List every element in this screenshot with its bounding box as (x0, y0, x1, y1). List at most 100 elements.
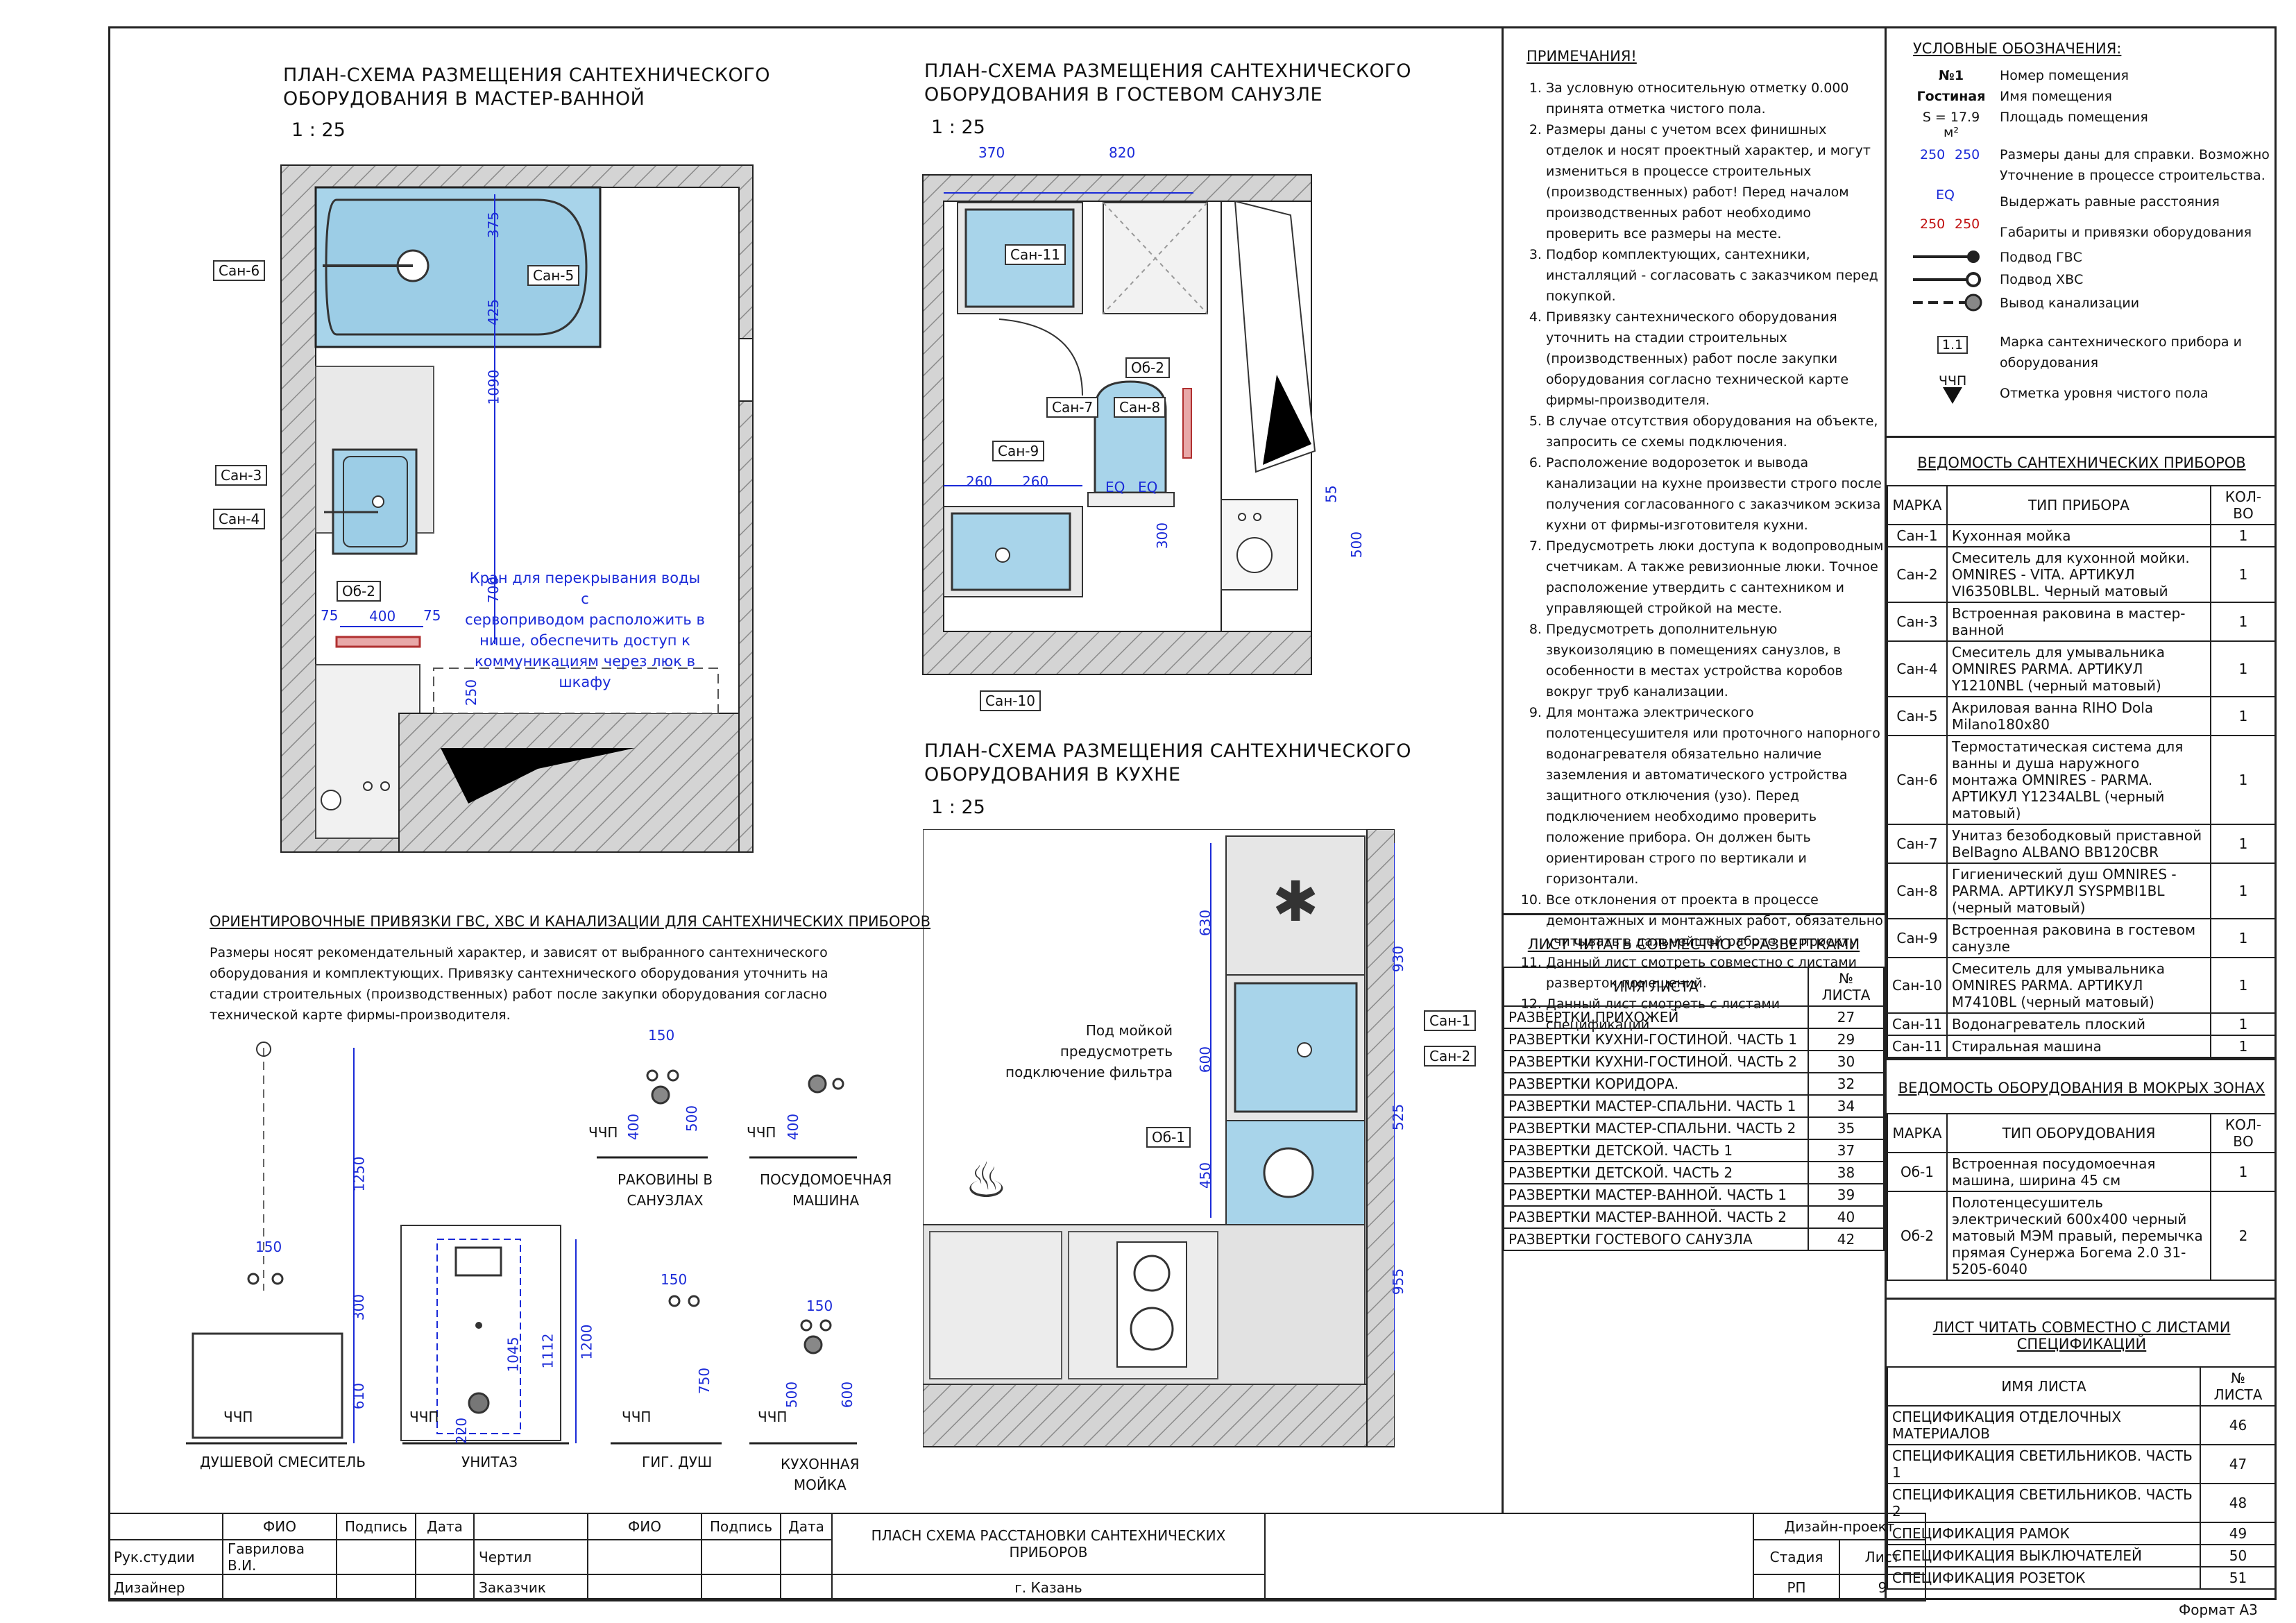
dim-300-conn: 300 (350, 1293, 368, 1321)
label-ob-2-guest: Об-2 (1125, 357, 1171, 378)
connections-diagrams (186, 1042, 857, 1445)
kitchen-plan-title: ПЛАН-СХЕМА РАЗМЕЩЕНИЯ САНТЕХНИЧЕСКОГО ОБ… (924, 740, 1411, 785)
chp-mark-3: ЧЧП (622, 1409, 652, 1425)
label-san-1: Сан-1 (1424, 1010, 1477, 1031)
dim-150-shower: 150 (255, 1239, 282, 1255)
legend-room-no: №1 (1938, 68, 1964, 83)
guest-plan-scale: 1 : 25 (931, 117, 985, 138)
legend-red-a: 250 (1920, 216, 1946, 232)
devices-section: ВЕДОМОСТЬ САНТЕХНИЧЕСКИХ ПРИБОРОВ МАРКА … (1887, 436, 2277, 1590)
dim-930: 930 (1390, 945, 1407, 973)
table-row: РАЗВЕРТКИ КОРИДОРА.32 (1503, 1072, 1885, 1096)
label-san-10: Сан-10 (980, 690, 1041, 711)
note-item: Для монтажа электрического полотенцесуши… (1546, 702, 1887, 890)
unfold-header-name: ИМЯ ЛИСТА (1503, 967, 1809, 1007)
legend-hot: Подвод ГВС (2000, 250, 2082, 265)
dim-955: 955 (1390, 1268, 1407, 1295)
note-item: Подбор комплектующих, сантехники, инстал… (1546, 244, 1887, 307)
chp-mark-6: ЧЧП (747, 1124, 776, 1141)
dim-1112: 1112 (539, 1333, 556, 1369)
legend-room-area-desc: Площадь помещения (2000, 110, 2148, 125)
dim-600-sink: 600 (839, 1381, 856, 1409)
dim-55: 55 (1323, 485, 1340, 503)
dim-75-right: 75 (423, 607, 441, 624)
dim-500-sink: 500 (783, 1381, 801, 1409)
dim-1090: 1090 (485, 369, 502, 405)
label-san-4: Сан-4 (213, 509, 266, 529)
format-label: Формат А3 (2179, 1601, 2258, 1618)
legend-dim-b: 250 (1955, 147, 1980, 162)
chp-mark-1: ЧЧП (223, 1409, 253, 1425)
specs-table: ИМЯ ЛИСТА № ЛИСТА СПЕЦИФИКАЦИЯ ОТДЕЛОЧНЫ… (1887, 1366, 2277, 1590)
legend-red-desc: Габариты и привязки оборудования (2000, 225, 2252, 240)
legend-eq-desc: Выдержать равные расстояния (2000, 194, 2220, 210)
legend-cold: Подвод ХВС (2000, 272, 2084, 287)
unfold-section: ЛИСТ ЧИТАТЬ СОВМЕСТНО С РАЗВЕРТКАМИ ИМЯ … (1503, 913, 1885, 1251)
kitchen-plan-scale: 1 : 25 (931, 797, 985, 818)
legend-room-name: Гостиная (1916, 89, 1986, 104)
dim-1250: 1250 (350, 1156, 368, 1192)
note-item: Расположение водорозеток и вывода канали… (1546, 452, 1887, 536)
legend-mark: 1.1 (1937, 336, 1968, 354)
dim-525: 525 (1390, 1103, 1407, 1131)
dim-1045: 1045 (504, 1336, 522, 1373)
dim-1200: 1200 (578, 1324, 595, 1360)
master-bath-plan (280, 164, 754, 853)
divider-legend (1885, 26, 1887, 1600)
dim-150-basin: 150 (648, 1027, 675, 1044)
legend-chp-desc: Отметка уровня чистого пола (2000, 386, 2209, 401)
label-san-3: Сан-3 (215, 465, 268, 486)
legend-dim-desc2: Уточнение в процессе строительства. (2000, 168, 2265, 183)
label-shower-mixer: ДУШЕВОЙ СМЕСИТЕЛЬ (200, 1454, 366, 1470)
chp-mark-4: ЧЧП (758, 1409, 788, 1425)
equipment-title: ВЕДОМОСТЬ ОБОРУДОВАНИЯ В МОКРЫХ ЗОНАХ (1887, 1058, 2277, 1113)
connections-text: Размеры носят рекомендательный характер,… (210, 945, 828, 1023)
label-san-8: Сан-8 (1114, 397, 1166, 418)
divider-notes (1502, 26, 1504, 1513)
legend-pipe-icons (1913, 250, 1982, 312)
master-valve-note: Кран для перекрывания воды с сервопривод… (465, 570, 705, 690)
svg-text:♨: ♨ (964, 1152, 1008, 1209)
dim-260-right: 260 (1022, 473, 1049, 490)
legend-red-b: 250 (1955, 216, 1980, 232)
dim-500-basin: 500 (683, 1105, 701, 1132)
unfold-title: ЛИСТ ЧИТАТЬ СОВМЕСТНО С РАЗВЕРТКАМИ (1527, 936, 1860, 953)
label-toilet: УНИТАЗ (461, 1454, 518, 1470)
note-item: Все отклонения от проекта в процессе дем… (1546, 890, 1887, 952)
label-san-6: Сан-6 (213, 260, 266, 281)
legend-title: УСЛОВНЫЕ ОБОЗНАЧЕНИЯ: (1913, 40, 2122, 57)
legend-chp: ЧЧП (1939, 373, 1967, 389)
specs-title: ЛИСТ ЧИТАТЬ СОВМЕСТНО С ЛИСТАМИ СПЕЦИФИК… (1887, 1298, 2277, 1366)
label-san-11: Сан-11 (1005, 244, 1066, 265)
legend-room-no-desc: Номер помещения (2000, 68, 2129, 83)
connections-title: ОРИЕНТИРОВОЧНЫЕ ПРИВЯЗКИ ГВС, ХВС И КАНА… (210, 913, 931, 930)
notes-title: ПРИМЕЧАНИЯ! (1527, 48, 1637, 65)
eq-left: EQ (1105, 479, 1125, 495)
dim-375: 375 (485, 211, 502, 239)
note-item: Привязку сантехнического оборудования ут… (1546, 307, 1887, 411)
dim-820: 820 (1109, 144, 1136, 161)
note-item: За условную относительную отметку 0.000 … (1546, 78, 1887, 119)
eq-right: EQ (1138, 479, 1158, 495)
